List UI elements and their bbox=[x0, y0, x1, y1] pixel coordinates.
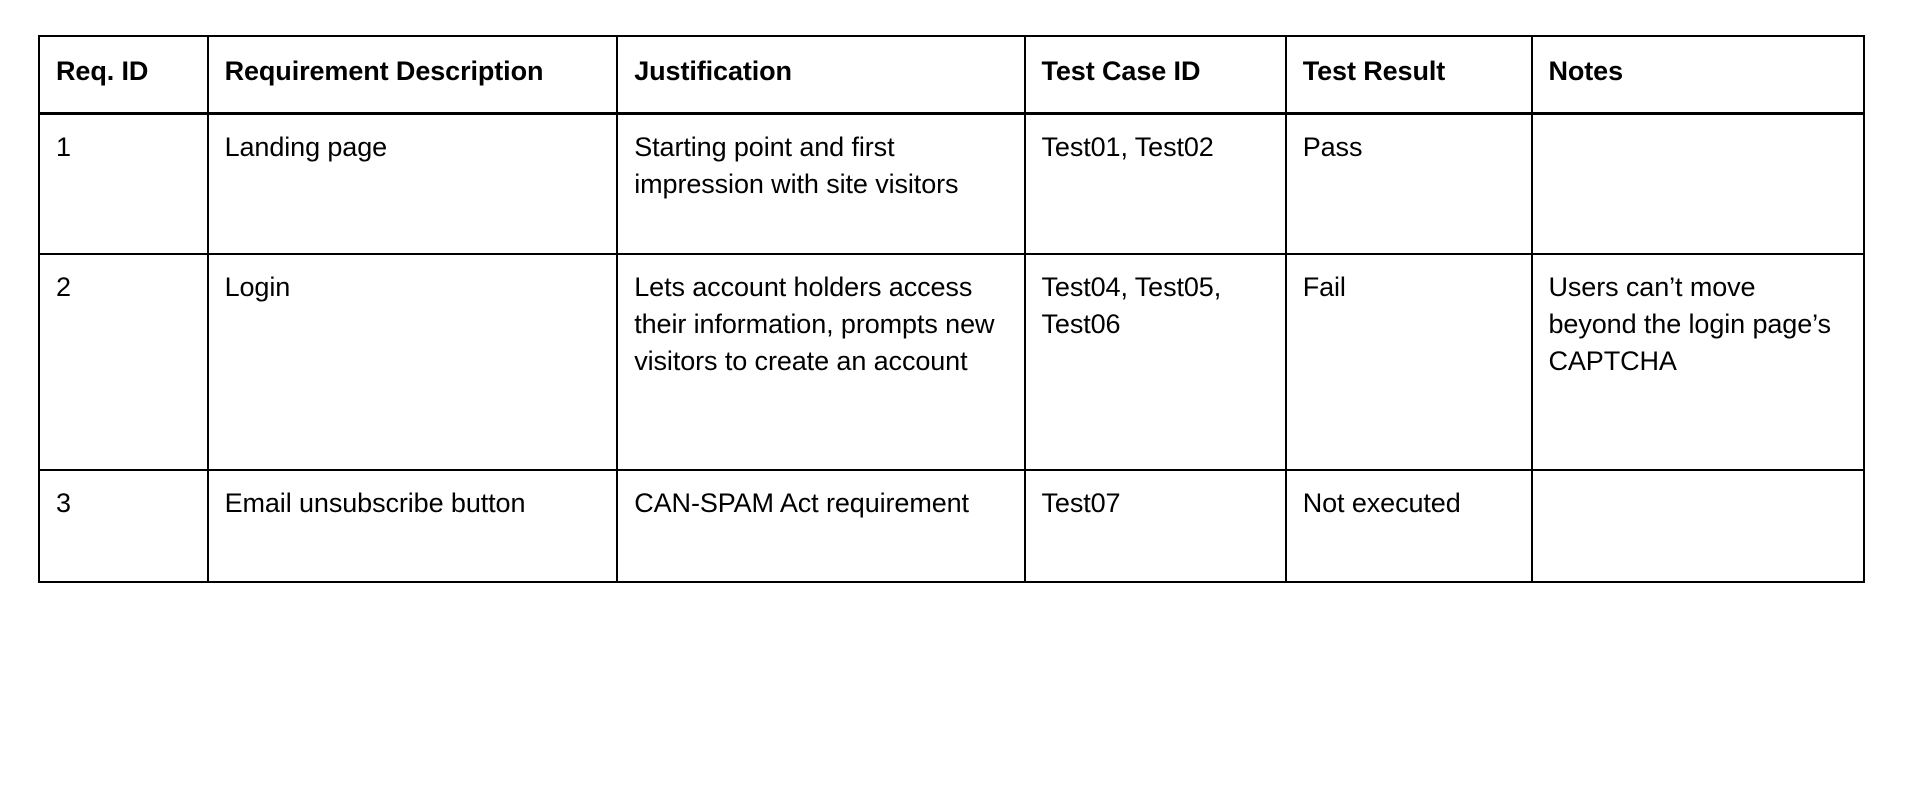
requirement-description-value: Email unsubscribe button bbox=[224, 487, 526, 518]
cell-notes bbox=[1530, 468, 1865, 583]
requirements-traceability-table: Req. ID Requirement Description Justific… bbox=[38, 34, 1865, 583]
cell-test-case-id: Test01, Test02 bbox=[1023, 112, 1287, 255]
req-id-value: 3 bbox=[56, 487, 71, 518]
cell-test-case-id: Test07 bbox=[1023, 468, 1287, 583]
cell-req-id: 3 bbox=[38, 468, 209, 583]
column-header-test-result: Test Result bbox=[1284, 34, 1533, 115]
cell-justification: Lets account holders access their inform… bbox=[616, 252, 1026, 471]
cell-test-case-id: Test04, Test05, Test06 bbox=[1023, 252, 1287, 471]
notes-value bbox=[1549, 129, 1848, 130]
column-header-requirement-description: Requirement Description bbox=[206, 34, 619, 115]
cell-test-result: Pass bbox=[1284, 112, 1533, 255]
cell-test-result: Fail bbox=[1284, 252, 1533, 471]
table-row: 1 Landing page Starting point and first … bbox=[38, 112, 1865, 255]
notes-value bbox=[1549, 485, 1848, 486]
table-row: 3 Email unsubscribe button CAN-SPAM Act … bbox=[38, 468, 1865, 583]
cell-justification: CAN-SPAM Act requirement bbox=[616, 468, 1026, 583]
table-body: 1 Landing page Starting point and first … bbox=[38, 112, 1865, 583]
notes-value: Users can’t move beyond the login page’s… bbox=[1548, 271, 1832, 376]
cell-req-id: 1 bbox=[38, 112, 209, 255]
cell-notes: Users can’t move beyond the login page’s… bbox=[1530, 252, 1865, 471]
cell-requirement-description: Email unsubscribe button bbox=[206, 468, 619, 583]
test-result-value: Pass bbox=[1302, 131, 1363, 162]
table-row: 2 Login Lets account holders access thei… bbox=[38, 252, 1865, 471]
column-header-req-id: Req. ID bbox=[38, 34, 209, 115]
justification-value: Starting point and first impression with… bbox=[634, 131, 959, 199]
test-case-id-value: Test07 bbox=[1041, 487, 1121, 518]
cell-notes bbox=[1530, 112, 1865, 255]
justification-value: CAN-SPAM Act requirement bbox=[634, 487, 969, 518]
table-header: Req. ID Requirement Description Justific… bbox=[38, 34, 1865, 115]
test-case-id-value: Test01, Test02 bbox=[1041, 131, 1214, 162]
test-case-id-value: Test04, Test05, Test06 bbox=[1041, 271, 1222, 339]
req-id-value: 1 bbox=[56, 131, 71, 162]
column-header-justification: Justification bbox=[616, 34, 1026, 115]
cell-requirement-description: Login bbox=[206, 252, 619, 471]
test-result-value: Not executed bbox=[1302, 487, 1461, 518]
cell-requirement-description: Landing page bbox=[206, 112, 619, 255]
cell-req-id: 2 bbox=[38, 252, 209, 471]
requirement-description-value: Login bbox=[224, 271, 291, 302]
req-id-value: 2 bbox=[56, 271, 71, 302]
column-header-test-case-id: Test Case ID bbox=[1023, 34, 1287, 115]
requirement-description-value: Landing page bbox=[224, 131, 388, 162]
cell-test-result: Not executed bbox=[1284, 468, 1533, 583]
table-header-row: Req. ID Requirement Description Justific… bbox=[38, 34, 1865, 115]
test-result-value: Fail bbox=[1302, 271, 1346, 302]
justification-value: Lets account holders access their inform… bbox=[634, 271, 995, 376]
column-header-notes: Notes bbox=[1530, 34, 1865, 115]
requirements-traceability-table-container: Req. ID Requirement Description Justific… bbox=[38, 34, 1865, 583]
cell-justification: Starting point and first impression with… bbox=[616, 112, 1026, 255]
